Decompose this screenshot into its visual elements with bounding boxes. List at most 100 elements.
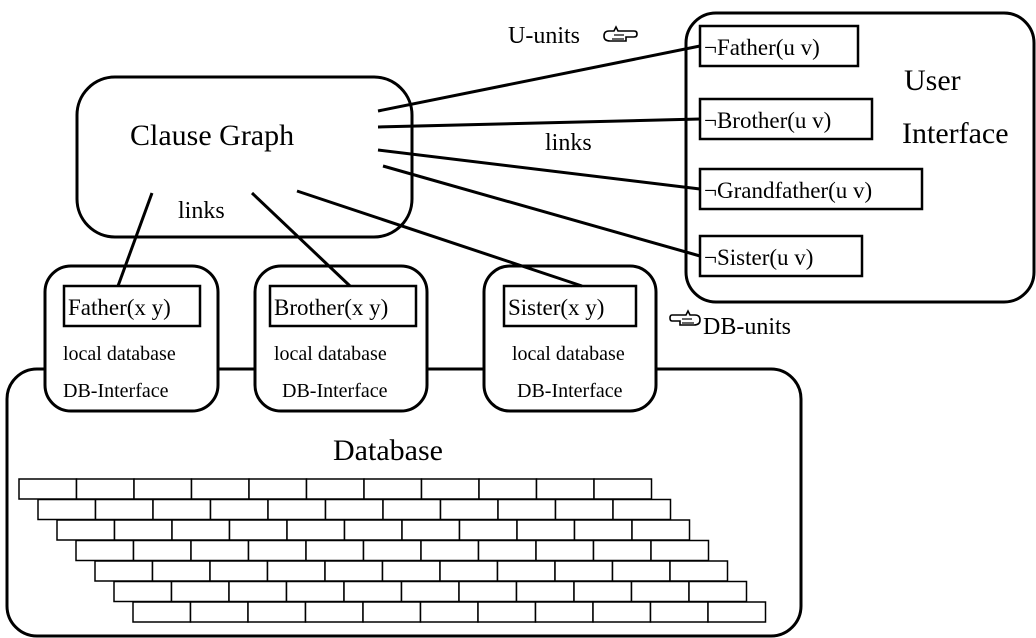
- brick: [132, 601, 192, 623]
- brick: [573, 519, 633, 541]
- brick: [535, 478, 595, 500]
- brick-row: [37, 498, 672, 521]
- u-unit-grandfather: ¬Grandfather(u v): [704, 178, 872, 203]
- u-unit-brother: ¬Brother(u v): [704, 108, 831, 133]
- db-predicate-brother: Brother(x y): [274, 295, 388, 320]
- brick: [75, 539, 135, 562]
- brick: [94, 560, 154, 582]
- brick: [94, 498, 154, 521]
- db-predicate-sister: Sister(x y): [508, 295, 604, 320]
- brick: [113, 580, 173, 603]
- links-label-right: links: [545, 130, 592, 156]
- brick: [343, 580, 403, 603]
- brick: [535, 539, 595, 562]
- brick: [228, 580, 288, 603]
- brick: [592, 601, 652, 623]
- brick: [286, 519, 346, 541]
- clause-graph-title: Clause Graph: [130, 119, 294, 152]
- brick: [362, 539, 422, 562]
- brick: [170, 580, 230, 603]
- brick: [324, 560, 384, 582]
- brick: [18, 478, 78, 500]
- brick: [592, 539, 652, 562]
- brick: [612, 498, 672, 521]
- brick: [477, 601, 537, 623]
- link-to-father-u: [377, 44, 701, 113]
- brick: [382, 498, 442, 521]
- u-units-label: U-units: [508, 23, 580, 49]
- brick: [419, 601, 479, 623]
- brick: [228, 519, 288, 541]
- brick: [496, 560, 556, 582]
- brick: [649, 601, 709, 623]
- brick-row: [113, 580, 748, 603]
- user-interface-title-line2: Interface: [902, 117, 1009, 150]
- link-to-grandfather-u: [377, 148, 701, 191]
- brick: [497, 498, 557, 521]
- user-interface-box: [684, 11, 1036, 304]
- brick: [189, 601, 249, 623]
- right-pointing-hand-icon: [603, 25, 638, 42]
- brick: [56, 519, 116, 541]
- brick: [669, 560, 729, 582]
- brick: [630, 580, 690, 603]
- db-interface-label-brother: DB-Interface: [282, 380, 388, 402]
- db-local-brother: local database: [274, 343, 387, 365]
- brick: [324, 498, 384, 521]
- db-interface-label-father: DB-Interface: [63, 380, 169, 402]
- user-interface-title-line1: User: [904, 64, 961, 97]
- db-units-label: DB-units: [703, 314, 791, 340]
- brick: [266, 560, 326, 582]
- u-unit-box-sister: [698, 234, 864, 278]
- brick: [190, 478, 250, 500]
- brick: [401, 519, 461, 541]
- brick: [573, 580, 633, 603]
- brick: [534, 601, 594, 623]
- brick: [132, 539, 192, 562]
- brick: [305, 478, 365, 500]
- brick: [248, 478, 308, 500]
- brick: [611, 560, 671, 582]
- brick: [362, 601, 422, 623]
- brick: [477, 539, 537, 562]
- brick: [554, 560, 614, 582]
- brick: [458, 580, 518, 603]
- clause-graph-box: [75, 75, 414, 239]
- brick: [631, 519, 691, 541]
- brick-row: [94, 560, 729, 582]
- links: [116, 44, 701, 288]
- brick: [707, 601, 767, 623]
- brick: [439, 498, 499, 521]
- link-to-brother-db: [250, 191, 352, 288]
- brick: [247, 601, 307, 623]
- brick: [209, 560, 269, 582]
- u-unit-father: ¬Father(u v): [704, 35, 820, 60]
- brick: [151, 560, 211, 582]
- brick: [113, 519, 173, 541]
- brick: [478, 478, 538, 500]
- brick: [515, 580, 575, 603]
- db-local-father: local database: [63, 343, 176, 365]
- brick: [516, 519, 576, 541]
- link-to-brother-u: [377, 117, 701, 129]
- brick: [688, 580, 748, 603]
- db-predicate-father: Father(x y): [68, 295, 171, 320]
- u-unit-sister: ¬Sister(u v): [704, 245, 813, 270]
- brick: [381, 560, 441, 582]
- database-title: Database: [333, 434, 443, 467]
- brick: [304, 601, 364, 623]
- brick: [554, 498, 614, 521]
- brick: [75, 478, 135, 500]
- brick: [305, 539, 365, 562]
- db-interface-sister: Sister(x y) local database DB-Interface: [482, 264, 658, 413]
- brick: [152, 498, 212, 521]
- brick-row: [132, 601, 767, 623]
- brick: [439, 560, 499, 582]
- brick: [458, 519, 518, 541]
- link-to-sister-u: [382, 164, 701, 258]
- left-pointing-hand-icon: [669, 309, 701, 326]
- link-to-sister-db: [296, 189, 583, 288]
- links-label-left: links: [178, 198, 225, 224]
- brick: [400, 580, 460, 603]
